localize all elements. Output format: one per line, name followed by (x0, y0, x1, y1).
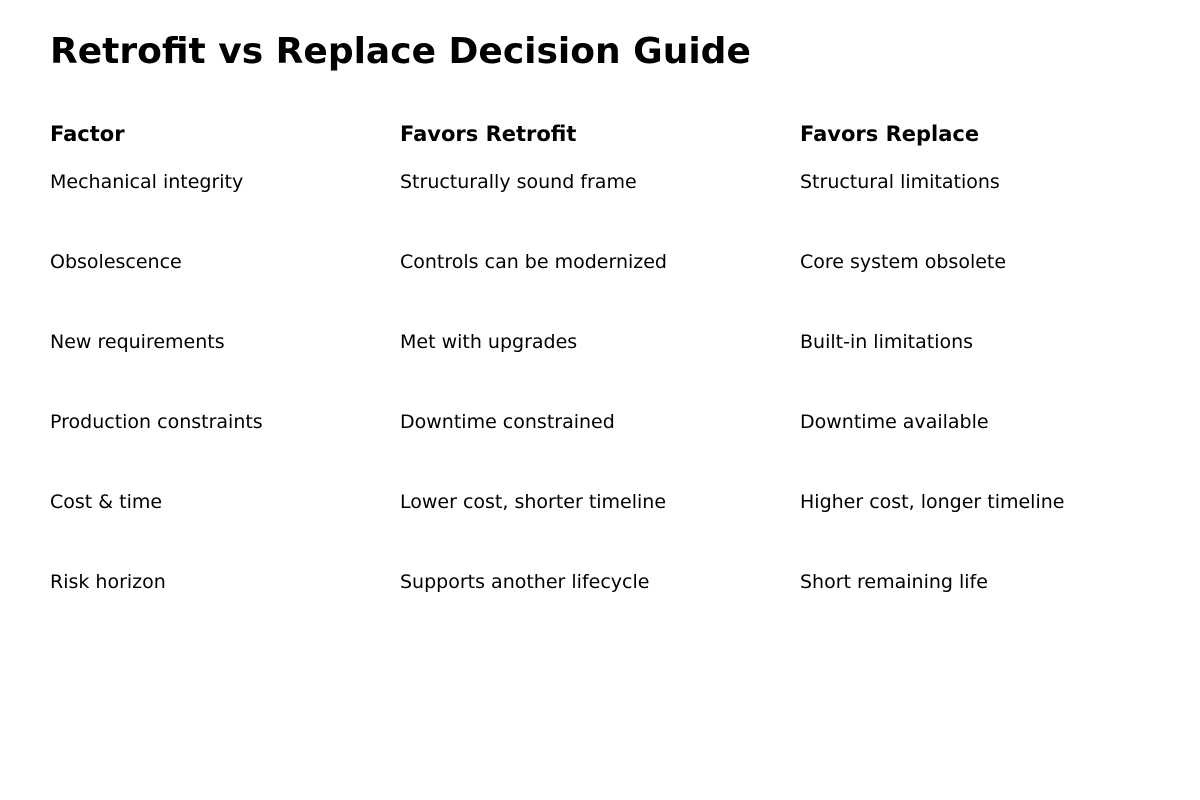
factor-cell: Production constraints (50, 411, 263, 433)
table-row: Risk horizon Supports another lifecycle … (50, 568, 1150, 596)
replace-cell: Downtime available (800, 411, 989, 433)
table-row: Cost & time Lower cost, shorter timeline… (50, 488, 1150, 516)
header-factor: Factor (50, 122, 125, 146)
header-favors-replace: Favors Replace (800, 122, 980, 146)
replace-cell: Short remaining life (800, 571, 988, 593)
factor-cell: Risk horizon (50, 571, 166, 593)
table-row: Obsolescence Controls can be modernized … (50, 248, 1150, 276)
table-row: New requirements Met with upgrades Built… (50, 328, 1150, 356)
table-row: Mechanical integrity Structurally sound … (50, 168, 1150, 196)
table-header-row: Factor Favors Retrofit Favors Replace (50, 120, 1150, 148)
factor-cell: New requirements (50, 331, 225, 353)
replace-cell: Core system obsolete (800, 251, 1007, 273)
replace-cell: Higher cost, longer timeline (800, 491, 1065, 513)
header-favors-retrofit: Favors Retrofit (400, 122, 577, 146)
retrofit-cell: Supports another lifecycle (400, 571, 650, 593)
retrofit-cell: Structurally sound frame (400, 171, 637, 193)
retrofit-cell: Lower cost, shorter timeline (400, 491, 667, 513)
retrofit-cell: Controls can be modernized (400, 251, 667, 273)
replace-cell: Structural limitations (800, 171, 1000, 193)
table-row: Production constraints Downtime constrai… (50, 408, 1150, 436)
replace-cell: Built-in limitations (800, 331, 974, 353)
factor-cell: Cost & time (50, 491, 163, 513)
factor-cell: Mechanical integrity (50, 171, 244, 193)
decision-table: Factor Favors Retrofit Favors Replace Me… (50, 120, 1150, 648)
factor-cell: Obsolescence (50, 251, 182, 273)
retrofit-cell: Downtime constrained (400, 411, 615, 433)
retrofit-cell: Met with upgrades (400, 331, 578, 353)
page-title: Retrofit vs Replace Decision Guide (50, 31, 751, 72)
